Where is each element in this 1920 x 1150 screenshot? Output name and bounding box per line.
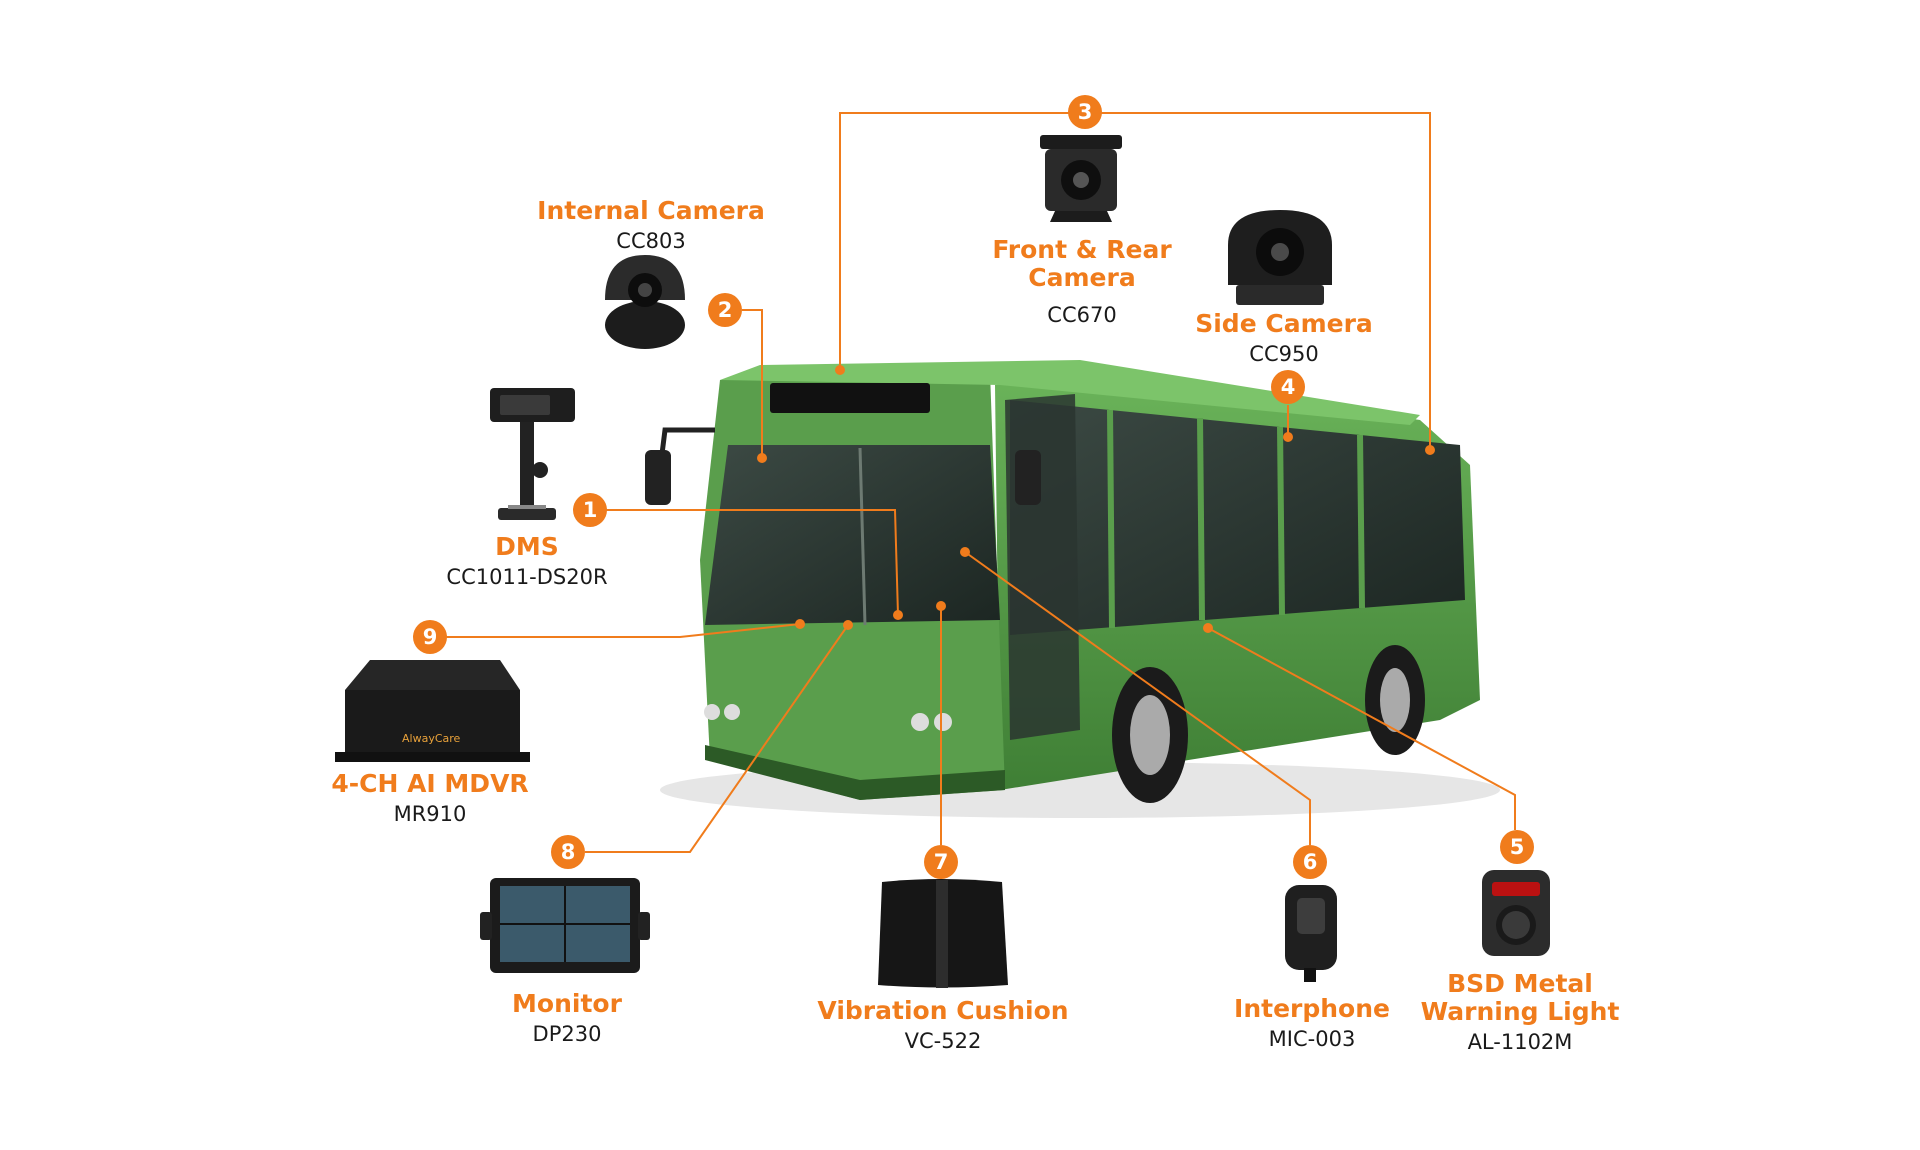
badge-front-rear-camera: 3 (1068, 95, 1102, 129)
cushion-icon (878, 879, 1008, 988)
label-dms: DMS CC1011-DS20R (446, 533, 607, 590)
label-front-rear-camera: Front & Rear Camera CC670 (992, 236, 1171, 328)
component-title: 4-CH AI MDVR (331, 769, 529, 798)
component-model: CC670 (1047, 303, 1117, 327)
label-vibration-cushion: Vibration Cushion VC-522 (817, 997, 1068, 1054)
component-title: Monitor (512, 989, 622, 1018)
bus-illustration (645, 360, 1500, 818)
component-model: VC-522 (904, 1029, 982, 1053)
microphone-icon (1285, 885, 1337, 982)
badge-monitor: 8 (551, 835, 585, 869)
dome-camera-icon (605, 255, 685, 349)
component-title: Internal Camera (537, 196, 765, 225)
component-title-line-2: Warning Light (1420, 997, 1620, 1026)
mdvr-icon: AlwayCare (335, 660, 530, 762)
rear-camera-icon (1040, 135, 1122, 222)
component-title: Side Camera (1195, 309, 1373, 338)
badge-side-camera: 4 (1271, 370, 1305, 404)
component-title: Vibration Cushion (817, 996, 1069, 1025)
component-title: Interphone (1234, 994, 1390, 1023)
connector-dots (757, 365, 1435, 633)
component-model: CC1011-DS20R (446, 565, 608, 589)
component-title-line-1: BSD Metal (1447, 969, 1593, 998)
label-monitor: Monitor DP230 (512, 990, 622, 1047)
warning-light-icon (1482, 870, 1550, 956)
badge-vibration-cushion: 7 (924, 845, 958, 879)
monitor-icon (480, 878, 650, 973)
connector-lines (446, 112, 1516, 853)
label-bsd-warning-light: BSD Metal Warning Light AL-1102M (1421, 970, 1620, 1055)
component-model: CC950 (1249, 342, 1319, 366)
label-interphone: Interphone MIC-003 (1234, 995, 1390, 1052)
side-camera-icon (1228, 210, 1332, 305)
component-title: DMS (495, 532, 559, 561)
badge-internal-camera: 2 (708, 293, 742, 327)
component-model: DP230 (532, 1022, 602, 1046)
label-internal-camera: Internal Camera CC803 (537, 197, 765, 254)
component-model: MR910 (393, 802, 467, 826)
component-model: CC803 (616, 229, 686, 253)
badge-mdvr: 9 (413, 620, 447, 654)
component-title-line-2: Camera (1028, 263, 1136, 292)
component-model: AL-1102M (1467, 1030, 1573, 1054)
label-side-camera: Side Camera CC950 (1195, 310, 1373, 367)
badge-bsd-warning-light: 5 (1500, 830, 1534, 864)
label-mdvr: 4-CH AI MDVR MR910 (331, 770, 528, 827)
badge-dms: 1 (573, 493, 607, 527)
component-model: MIC-003 (1268, 1027, 1356, 1051)
badge-interphone: 6 (1293, 845, 1327, 879)
mdvr-brand-text: AlwayCare (402, 732, 461, 745)
dms-camera-icon (490, 388, 575, 520)
component-title-line-1: Front & Rear (992, 235, 1172, 264)
